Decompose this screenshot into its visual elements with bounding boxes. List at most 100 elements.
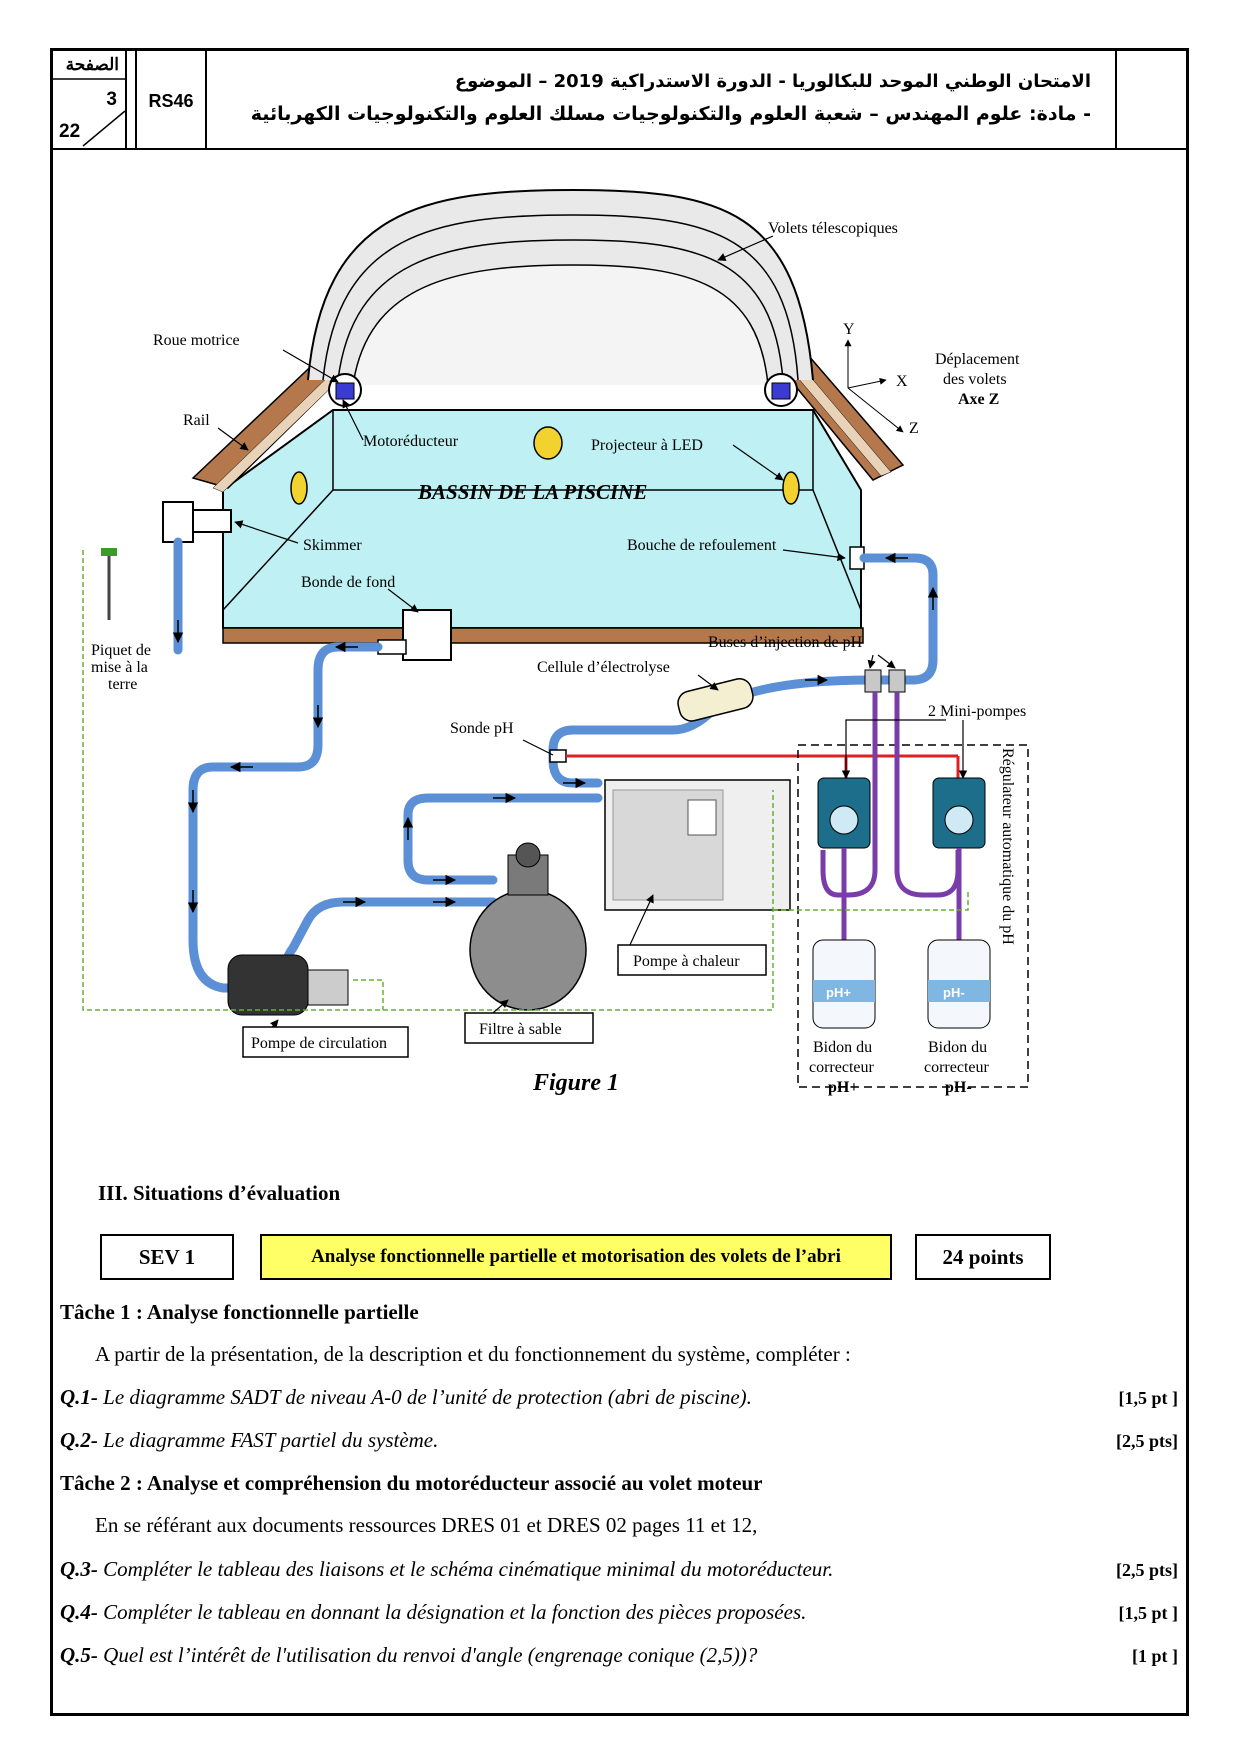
label-filtre: Filtre à sable <box>479 1021 562 1038</box>
injection-nozzle <box>864 669 882 693</box>
label-bidon-plus-2: correcteur <box>809 1059 875 1076</box>
gearmotor-left <box>335 382 355 400</box>
page-total: 22 <box>59 121 81 142</box>
axis-z-label: Z <box>909 420 919 437</box>
question-2-number: Q.2- <box>60 1428 98 1452</box>
cover-segment <box>352 264 769 386</box>
sev-label: SEV 1 <box>100 1234 234 1280</box>
label-bidon-plus-3: pH+ <box>828 1079 858 1096</box>
question-4: Q.4- Compléter le tableau en donnant la … <box>60 1600 806 1625</box>
title-cell: الامتحان الوطني الموحد للبكالوريا - الدو… <box>207 51 1117 148</box>
label-minipompes: 2 Mini-pompes <box>928 703 1026 720</box>
label-roue: Roue motrice <box>153 332 240 349</box>
pipe-filter-to-heatpump <box>403 793 603 885</box>
label-bonde: Bonde de fond <box>301 574 395 591</box>
code-cell: RS46 <box>137 51 207 148</box>
label-piquet-1: Piquet de <box>91 642 151 659</box>
question-1-points: [1,5 pt ] <box>1118 1388 1179 1408</box>
task1-title: Tâche 1 : Analyse fonctionnelle partiell… <box>60 1300 419 1324</box>
label-motoreducteur: Motoréducteur <box>363 433 459 450</box>
question-3: Q.3- Compléter le tableau des liaisons e… <box>60 1557 833 1582</box>
question-1-text: Le diagramme SADT de niveau A-0 de l’uni… <box>103 1385 752 1409</box>
label-regulateur: Régulateur automatique du pH <box>999 748 1016 945</box>
sev-points: 24 points <box>915 1234 1051 1280</box>
question-2-text: Le diagramme FAST partiel du système. <box>103 1428 439 1452</box>
dosing-tubes <box>820 692 962 940</box>
label-piquet-3: terre <box>108 676 137 693</box>
section-title: III. Situations d’évaluation <box>98 1181 341 1205</box>
axis-y-label: Y <box>843 321 855 338</box>
label-cellule: Cellule d’électrolyse <box>537 659 670 676</box>
flow-arrows <box>172 552 939 914</box>
skimmer-body <box>162 501 194 543</box>
canister-ph-plus-label <box>813 980 875 1002</box>
cover-segment <box>337 239 784 381</box>
question-1-number: Q.1- <box>60 1385 98 1409</box>
ground-stake-head <box>101 548 117 556</box>
task2-title: Tâche 2 : Analyse et compréhension du mo… <box>60 1471 763 1495</box>
header-right-cell <box>1117 51 1186 148</box>
bottom-drain <box>402 609 452 661</box>
task1-intro: A partir de la présentation, de la descr… <box>95 1342 851 1366</box>
page-number-cell: الصفحة 3 22 <box>53 51 127 148</box>
pool-system-figure: pH+ pH- Y X Z <box>82 188 1029 1096</box>
label-projecteur: Projecteur à LED <box>591 437 703 454</box>
gearmotor-right <box>771 382 791 400</box>
label-pompe-circulation: Pompe de circulation <box>251 1035 387 1052</box>
earth-wiring <box>82 550 969 1011</box>
question-5-number: Q.5- <box>60 1643 98 1667</box>
label-depl-3: Axe Z <box>958 391 999 408</box>
electrolysis-cell <box>677 678 754 722</box>
canister-label-text: pH+ <box>826 985 851 1000</box>
injection-nozzle <box>888 669 906 693</box>
question-5-points: [1 pt ] <box>1132 1646 1178 1666</box>
led-projector <box>782 471 800 505</box>
led-projector <box>290 471 308 505</box>
label-bidon-plus-1: Bidon du <box>813 1039 872 1056</box>
box-pompe-chaleur <box>617 944 767 976</box>
sand-filter-handle <box>515 842 541 868</box>
box-pompe-circulation <box>242 1026 409 1058</box>
label-bidon-minus-3: pH- <box>945 1079 972 1096</box>
skimmer-inlet <box>192 509 232 533</box>
sev-title: Analyse fonctionnelle partielle et motor… <box>260 1234 892 1280</box>
label-depl-1: Déplacement <box>935 351 1020 368</box>
cover-segment <box>322 214 799 381</box>
exam-header: الصفحة 3 22 RS46 الامتحان الوطني الموحد … <box>53 51 1186 150</box>
heat-pump-display <box>687 799 717 836</box>
page-cell-divider <box>53 78 127 147</box>
pool-edge <box>812 489 862 611</box>
mini-pump-head <box>829 805 859 835</box>
label-rail: Rail <box>183 412 210 429</box>
label-buses: Buses d’injection de pH <box>708 634 863 651</box>
circulation-pump <box>227 954 309 1016</box>
question-5: Q.5- Quel est l’intérêt de l'utilisation… <box>60 1643 757 1668</box>
page-label: الصفحة <box>65 55 119 74</box>
label-bidon-minus-2: correcteur <box>924 1059 990 1076</box>
pool-edge <box>222 489 334 611</box>
task2-intro: En se référant aux documents ressources … <box>95 1513 758 1537</box>
header-spacer <box>127 51 137 148</box>
question-4-number: Q.4- <box>60 1600 98 1624</box>
page-frame: الصفحة 3 22 RS46 الامتحان الوطني الموحد … <box>50 48 1189 1716</box>
axis-indicator <box>844 339 904 433</box>
pipe-drain-to-pump <box>188 642 383 993</box>
question-3-number: Q.3- <box>60 1557 98 1581</box>
ph-probe <box>549 749 567 763</box>
box-filtre <box>464 1012 594 1044</box>
question-2: Q.2- Le diagramme FAST partiel du systèm… <box>60 1428 438 1453</box>
canister-label-text: pH- <box>943 985 965 1000</box>
question-2-points: [2,5 pts] <box>1116 1431 1178 1451</box>
exam-code: RS46 <box>148 91 194 111</box>
led-projector <box>533 426 563 460</box>
label-bouche: Bouche de refoulement <box>627 537 777 554</box>
label-piquet-2: mise à la <box>91 659 148 676</box>
axis-x-label: X <box>896 373 908 390</box>
page-number: 3 <box>106 89 117 110</box>
label-bassin: BASSIN DE LA PISCINE <box>417 480 647 504</box>
label-bidon-minus-1: Bidon du <box>928 1039 987 1056</box>
question-4-text: Compléter le tableau en donnant la désig… <box>103 1600 807 1624</box>
exam-title: الامتحان الوطني الموحد للبكالوريا - الدو… <box>454 71 1091 92</box>
pump-motor <box>307 969 349 1006</box>
figure-caption: Figure 1 <box>532 1070 619 1096</box>
